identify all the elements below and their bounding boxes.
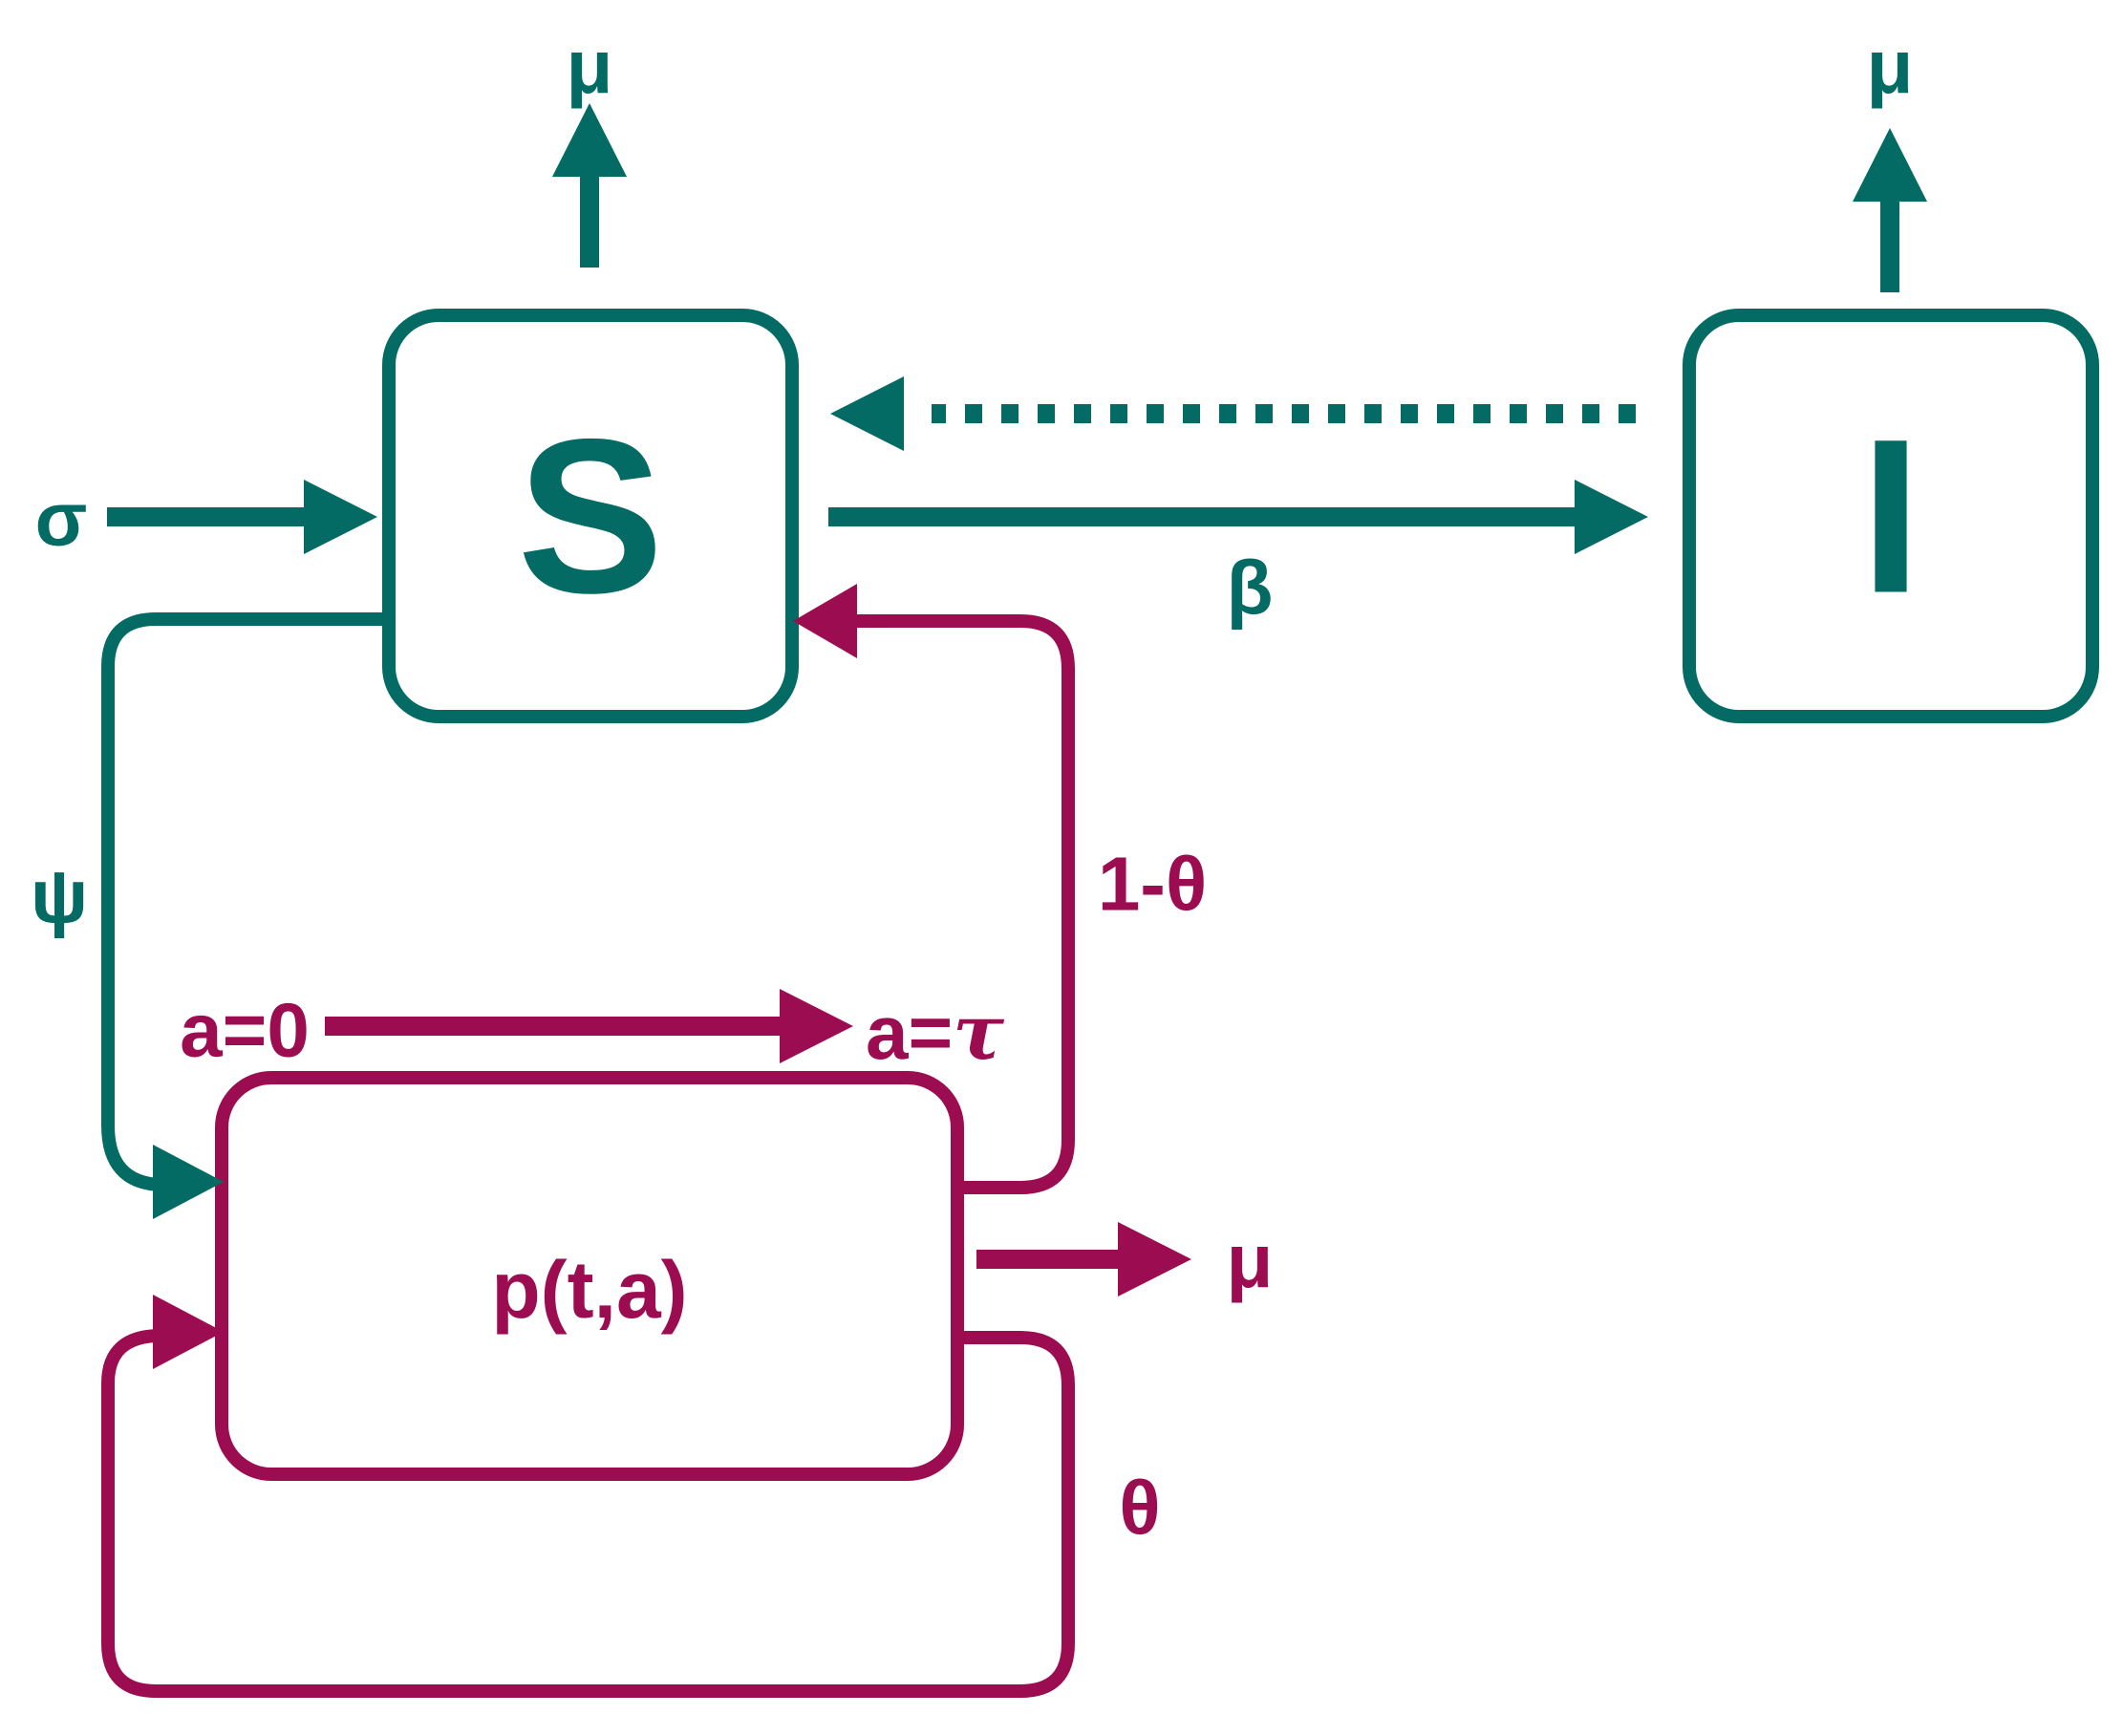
label-psi: ψ bbox=[31, 854, 88, 939]
node-s-label: S bbox=[517, 394, 663, 639]
node-p-label: p(t,a) bbox=[491, 1245, 687, 1335]
label-age-end-tau: τ bbox=[953, 987, 1004, 1077]
label-age-start: a=0 bbox=[180, 988, 310, 1073]
label-mu-p: μ bbox=[1227, 1219, 1274, 1304]
arrow-p-death bbox=[976, 1222, 1191, 1297]
label-beta: β bbox=[1227, 546, 1274, 631]
label-theta: θ bbox=[1119, 1466, 1160, 1551]
label-age-end: a=τ bbox=[866, 987, 1004, 1077]
node-s: S bbox=[382, 309, 799, 723]
arrow-psi-s-to-p bbox=[101, 612, 389, 1219]
arrow-infection-beta bbox=[828, 480, 1648, 554]
arrow-sigma-recruitment bbox=[107, 480, 377, 554]
node-i-label: I bbox=[1860, 394, 1921, 639]
node-i: I bbox=[1683, 309, 2099, 723]
arrow-theta-self-loop bbox=[101, 1295, 1075, 1698]
label-sigma: σ bbox=[35, 477, 88, 562]
node-p: p(t,a) bbox=[215, 1071, 964, 1481]
arrow-s-death bbox=[552, 103, 627, 268]
arrow-one-minus-theta-p-to-s bbox=[793, 584, 1075, 1194]
node-p-box bbox=[215, 1071, 964, 1481]
label-mu-i: μ bbox=[1867, 25, 1914, 110]
label-mu-s: μ bbox=[567, 25, 613, 110]
arrow-dotted-i-to-s bbox=[830, 376, 1636, 451]
node-i-box bbox=[1683, 309, 2099, 723]
arrow-i-death bbox=[1853, 128, 1927, 292]
node-s-box bbox=[382, 309, 799, 723]
label-one-minus-theta: 1-θ bbox=[1098, 842, 1207, 927]
label-age-end-prefix: a= bbox=[866, 990, 953, 1075]
arrow-age-progression bbox=[325, 989, 853, 1063]
